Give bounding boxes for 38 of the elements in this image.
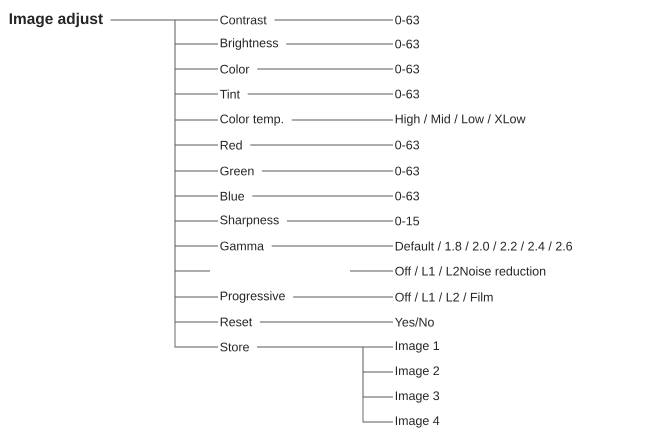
connector-line bbox=[292, 296, 394, 298]
menu-item: Brightness bbox=[220, 38, 278, 50]
connector-line bbox=[256, 68, 394, 70]
setting-value: Image 2 bbox=[396, 366, 440, 378]
setting-value: Yes/No bbox=[394, 317, 434, 327]
setting-value: High / Mid / Low / XLow bbox=[396, 114, 526, 126]
setting-value: 0-63 bbox=[395, 16, 420, 24]
menu-item: Gamma bbox=[220, 242, 264, 250]
setting-value: Image 3 bbox=[396, 391, 440, 403]
setting-value: 0-63 bbox=[395, 140, 420, 150]
menu-item: Red bbox=[220, 140, 242, 150]
setting-value: Off / L1 / L2Noise reduction bbox=[395, 266, 546, 276]
menu-item: Blue bbox=[220, 191, 244, 201]
menu-item: Green bbox=[220, 166, 254, 176]
menu-item: Color bbox=[220, 64, 250, 74]
menu-item: Contrast bbox=[220, 16, 267, 24]
setting-value: 0-63 bbox=[395, 40, 420, 48]
connector-line bbox=[250, 144, 394, 146]
menu-item: Color temp. bbox=[220, 114, 283, 126]
connector-line bbox=[256, 346, 394, 422]
setting-value: 0-63 bbox=[395, 192, 420, 200]
setting-value: 0-63 bbox=[395, 90, 420, 98]
setting-value: 0-15 bbox=[395, 216, 420, 226]
setting-value: Default / 1.8 / 2.0 / 2.2 / 2.4 / 2.6 bbox=[396, 241, 572, 251]
connector-line bbox=[262, 170, 394, 172]
menu-item: Reset bbox=[220, 318, 252, 326]
setting-value: Image 1 bbox=[396, 341, 440, 353]
menu-title: Image adjust bbox=[10, 12, 103, 28]
connector-line bbox=[350, 270, 394, 272]
setting-value: 0-63 bbox=[395, 64, 420, 74]
setting-value: 0-63 bbox=[395, 166, 420, 176]
menu-item: Tint bbox=[220, 89, 240, 99]
setting-value: Off / L1 / L2 / Film bbox=[395, 292, 493, 302]
menu-item: Sharpness bbox=[220, 215, 279, 227]
menu-item: Progressive bbox=[220, 291, 285, 303]
menu-item: Store bbox=[220, 342, 249, 352]
setting-value: Image 4 bbox=[396, 416, 440, 428]
connector-line bbox=[286, 220, 394, 222]
